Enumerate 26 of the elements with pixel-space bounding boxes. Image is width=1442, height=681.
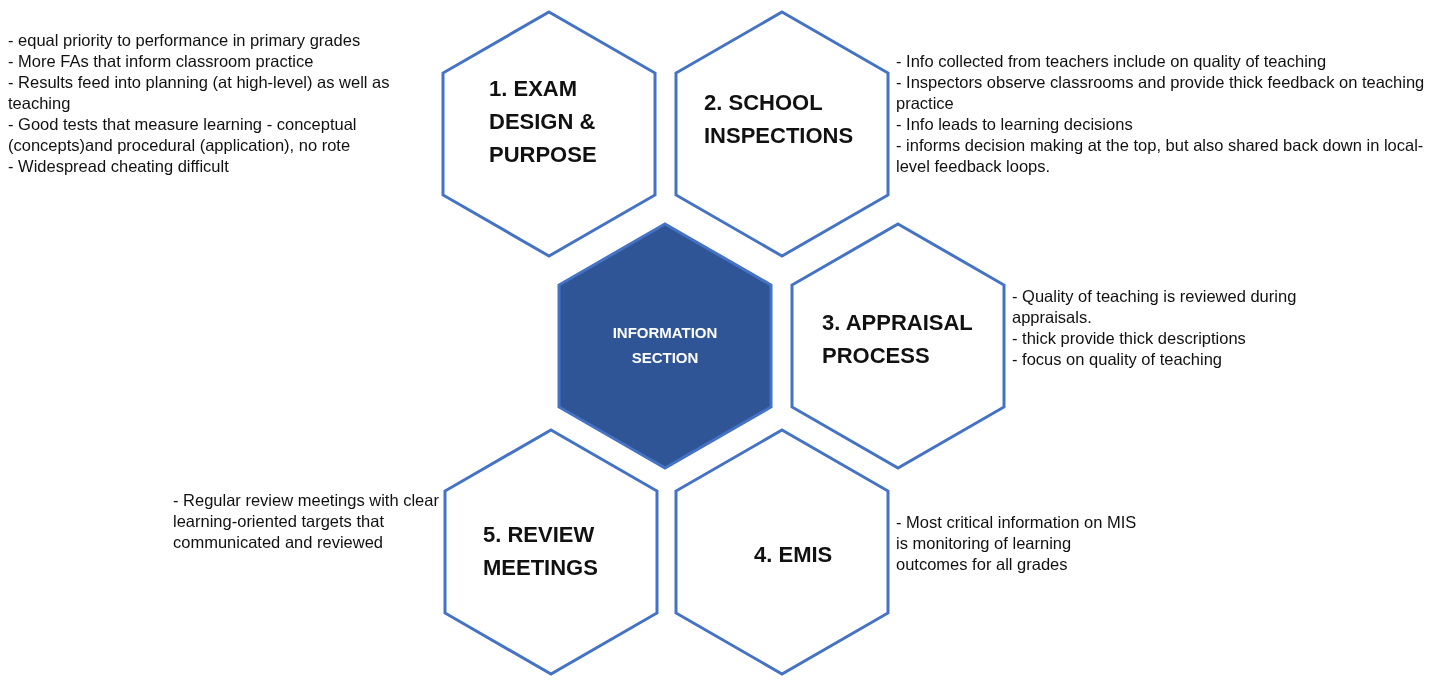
bullet-note: - informs decision making at the top, but also shared back down in local-level feedback loops.	[896, 135, 1425, 177]
bullet-note: - Quality of teaching is reviewed during appraisals.	[1012, 286, 1298, 328]
hexagon-title: 2. SCHOOL INSPECTIONS	[704, 89, 855, 150]
hexagon-title: 4. EMIS	[754, 541, 834, 569]
hexagon-title: 3. APPRAISAL PROCESS	[822, 309, 974, 370]
bullet-note: - Most critical information on MIS is monitoring of learning outcomes for all grades	[896, 512, 1138, 575]
bullet-note: - More FAs that inform classroom practice	[8, 51, 315, 72]
hexagon	[674, 10, 890, 258]
bullet-note: - Info collected from teachers include on quality of teaching	[896, 51, 1328, 72]
bullet-note: - equal priority to performance in primary grades	[8, 30, 362, 51]
hexagon	[674, 428, 890, 676]
hexagon-title: INFORMATION SECTION	[611, 323, 719, 368]
hexagon	[441, 10, 657, 258]
center-hexagon	[557, 222, 773, 470]
hexagon	[790, 222, 1006, 470]
bullet-note: - Good tests that measure learning - conceptual (concepts)and procedural (application), no rote	[8, 114, 358, 156]
hexagon-title: 1. EXAM DESIGN & PURPOSE	[489, 75, 598, 169]
bullet-note: - Inspectors observe classrooms and provide thick feedback on teaching practice	[896, 72, 1426, 114]
bullet-note: - Results feed into planning (at high-level) as well as teaching	[8, 72, 391, 114]
bullet-note: - Regular review meetings with clear learning-oriented targets that communicated and reviewed	[173, 490, 440, 553]
hexagon-title: 5. REVIEW MEETINGS	[483, 521, 599, 582]
hexagon	[443, 428, 659, 676]
bullet-note: - thick provide thick descriptions	[1012, 328, 1247, 349]
bullet-note: - Widespread cheating difficult	[8, 156, 230, 177]
bullet-note: - focus on quality of teaching	[1012, 349, 1224, 370]
bullet-note: - Info leads to learning decisions	[896, 114, 1134, 135]
